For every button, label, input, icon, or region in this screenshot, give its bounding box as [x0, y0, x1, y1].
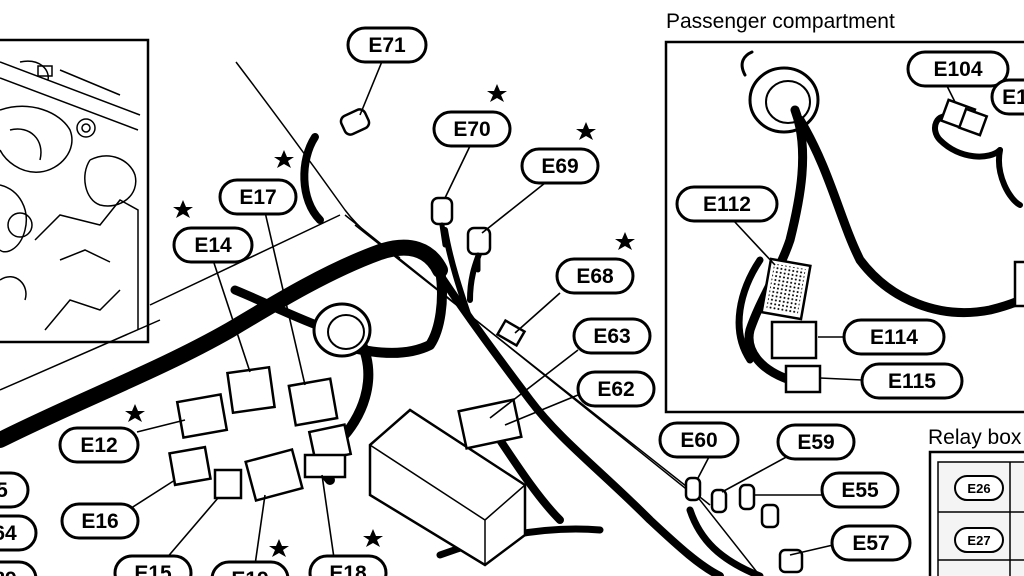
svg-text:E115: E115 [888, 370, 936, 393]
label-E89: E89 [0, 560, 38, 576]
engine-inset [0, 38, 150, 344]
svg-text:E63: E63 [593, 325, 630, 348]
svg-text:E5: E5 [0, 479, 8, 502]
label-E17: E17 [218, 178, 298, 216]
svg-text:E57: E57 [852, 532, 889, 555]
label-E70: E70 [432, 110, 512, 148]
svg-text:E68: E68 [576, 265, 614, 288]
label-E19: E19 [210, 560, 290, 576]
label-E68: E68 [555, 257, 635, 295]
svg-text:E69: E69 [541, 155, 578, 178]
svg-text:E89: E89 [0, 568, 17, 576]
svg-text:E112: E112 [703, 193, 751, 216]
label-E14: E14 [172, 226, 254, 264]
label-E62: E62 [576, 370, 656, 408]
svg-text:E55: E55 [841, 479, 879, 502]
label-E27: E27 [954, 527, 1004, 553]
svg-text:E18: E18 [329, 562, 367, 576]
label-E18: E18 [308, 554, 388, 576]
fuse-block [368, 408, 527, 567]
svg-text:E26: E26 [967, 481, 990, 496]
label-E114: E114 [842, 318, 946, 356]
label-E5: E5 [0, 471, 30, 509]
passenger-compartment-title: Passenger compartment [666, 10, 895, 33]
svg-text:E59: E59 [797, 431, 834, 454]
label-E16: E16 [60, 502, 140, 540]
svg-text:E19: E19 [231, 568, 268, 576]
label-E60: E60 [658, 421, 740, 459]
svg-text:E1: E1 [1002, 86, 1024, 109]
leader-lines [124, 58, 834, 566]
svg-text:E60: E60 [680, 429, 717, 452]
svg-text:E17: E17 [239, 186, 276, 209]
connector-cluster [168, 318, 527, 503]
label-E69: E69 [520, 147, 600, 185]
label-E15: E15 [113, 554, 193, 576]
label-E1x: E1 [990, 78, 1024, 116]
svg-text:E12: E12 [80, 434, 117, 457]
label-E12: E12 [58, 426, 140, 464]
svg-text:E15: E15 [134, 562, 172, 576]
svg-text:E27: E27 [967, 533, 990, 548]
label-E71: E71 [346, 26, 428, 64]
label-E26: E26 [954, 475, 1004, 501]
label-E55: E55 [820, 471, 900, 509]
svg-text:E62: E62 [597, 378, 634, 401]
svg-text:E16: E16 [81, 510, 118, 533]
svg-text:E14: E14 [194, 234, 232, 257]
svg-text:E70: E70 [453, 118, 490, 141]
label-E63: E63 [572, 317, 652, 355]
label-E115: E115 [860, 362, 964, 400]
label-E64: E64 [0, 514, 38, 552]
label-E59: E59 [776, 423, 856, 461]
svg-text:E104: E104 [933, 58, 982, 81]
svg-text:E64: E64 [0, 522, 17, 545]
svg-text:E71: E71 [368, 34, 406, 57]
label-E112: E112 [675, 185, 779, 223]
svg-text:E114: E114 [870, 326, 918, 349]
relay-box-title: Relay box [928, 426, 1022, 449]
label-E57: E57 [830, 524, 912, 562]
sensor-connectors [339, 108, 804, 574]
passenger-compartment-inset: Passenger compartment [664, 10, 1024, 414]
label-E104: E104 [906, 50, 1010, 88]
